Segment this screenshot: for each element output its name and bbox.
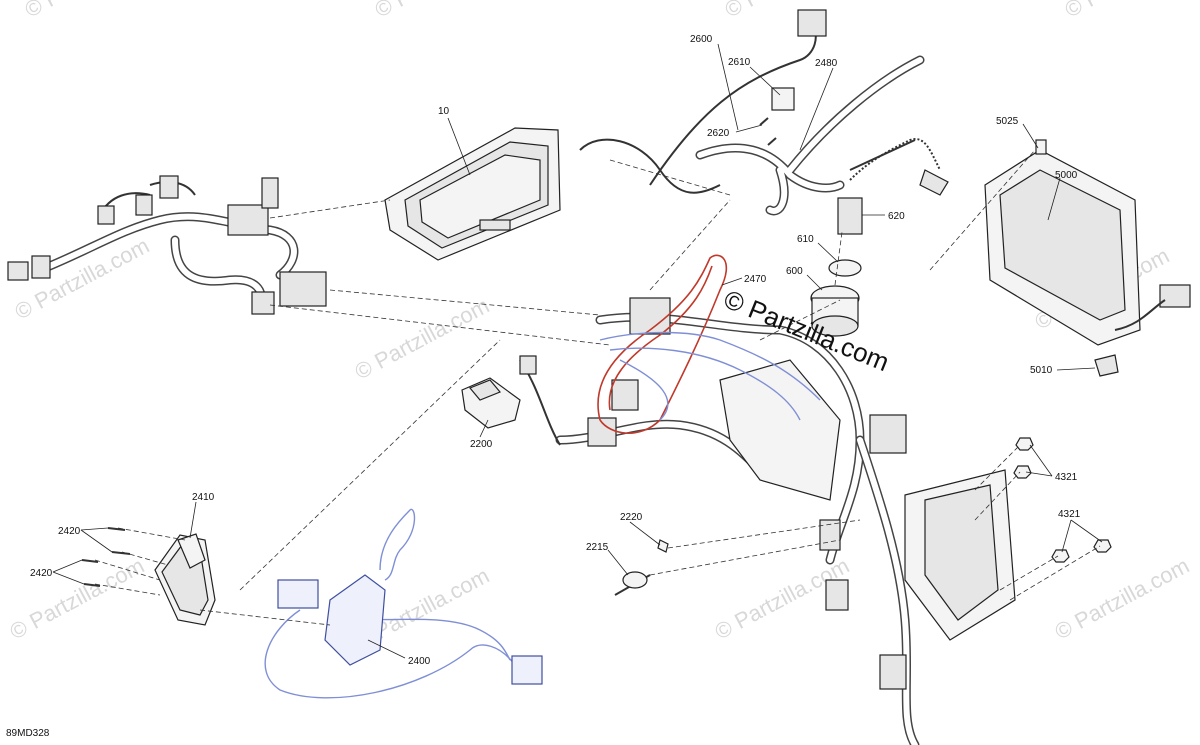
callout-2470: 2470 <box>744 274 767 285</box>
watermark: © Partzilla.com <box>1051 553 1194 645</box>
callout-2410: 2410 <box>192 492 215 503</box>
callout-2215: 2215 <box>586 542 609 553</box>
callout-4321-upper: 4321 <box>1055 472 1078 483</box>
switch-pack <box>264 508 543 699</box>
assembly-lines <box>94 149 1101 626</box>
drawing-code: 89MD328 <box>6 728 50 739</box>
callout-2480: 2480 <box>815 58 838 69</box>
fastener-2215 <box>614 539 669 596</box>
leader-lines <box>52 43 1103 659</box>
ecm-module <box>984 139 1191 377</box>
watermark: © Partzilla.com <box>21 0 164 22</box>
callout-4321-lower: 4321 <box>1058 509 1081 520</box>
callout-2420-upper: 2420 <box>58 526 81 537</box>
callout-labels: 10 2600 2610 2620 2480 620 610 600 2470 … <box>30 34 1081 667</box>
callout-2400: 2400 <box>408 656 431 667</box>
callout-2420-lower: 2420 <box>30 568 53 579</box>
callout-5000: 5000 <box>1055 170 1078 181</box>
watermark: © Partzilla.com <box>351 293 494 385</box>
main-harness <box>519 297 1016 745</box>
callout-2200: 2200 <box>470 439 493 450</box>
callout-610: 610 <box>797 234 814 245</box>
instrument-cluster <box>384 127 561 261</box>
accessory-harness <box>579 9 925 216</box>
callout-2600: 2600 <box>690 34 713 45</box>
callout-2610: 2610 <box>728 57 751 68</box>
optional-harness-red <box>597 254 728 434</box>
watermark: © Partzilla.com <box>721 0 864 22</box>
watermark: © Partzilla.com <box>371 0 514 22</box>
nuts-4321 <box>1013 437 1112 563</box>
sensor-2200 <box>461 377 521 429</box>
tether-cord <box>837 138 949 235</box>
watermark: © Partzilla.com <box>6 553 149 645</box>
dash-harness <box>7 175 327 315</box>
callout-2220: 2220 <box>620 512 643 523</box>
callout-5010: 5010 <box>1030 365 1053 376</box>
ghost-harness-blue <box>599 331 821 421</box>
callout-5025: 5025 <box>996 116 1019 127</box>
switch-housing <box>81 527 216 626</box>
callout-600: 600 <box>786 266 803 277</box>
watermark: © Partzilla.com <box>1061 0 1200 22</box>
callout-2620: 2620 <box>707 128 730 139</box>
callout-620: 620 <box>888 211 905 222</box>
callout-10: 10 <box>438 106 450 117</box>
